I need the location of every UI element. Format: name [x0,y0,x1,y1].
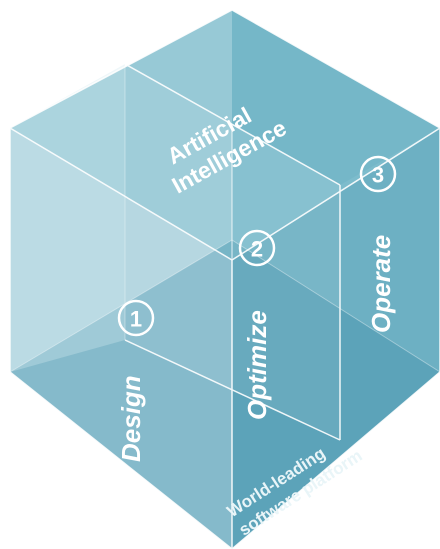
stage-1: 1 Design [116,299,155,462]
stage-3: 3 Operate [359,155,397,333]
stage-1-badge [117,299,155,337]
stage-2-number: 2 [251,237,263,262]
top-face [10,10,440,260]
stage-2-label: Optimize [242,310,272,420]
left-highlight [10,64,125,372]
cube-edges [9,9,440,549]
stage-2: 2 Optimize [238,229,276,420]
stage-3-number: 3 [372,163,384,188]
stage-3-label: Operate [366,235,396,333]
front-face-left [10,128,232,549]
front-face-right [232,128,440,549]
stage-1-label: Design [116,375,146,462]
stage-1-number: 1 [130,307,142,332]
stage-3-badge [359,155,397,193]
stage-2-badge [238,229,276,267]
